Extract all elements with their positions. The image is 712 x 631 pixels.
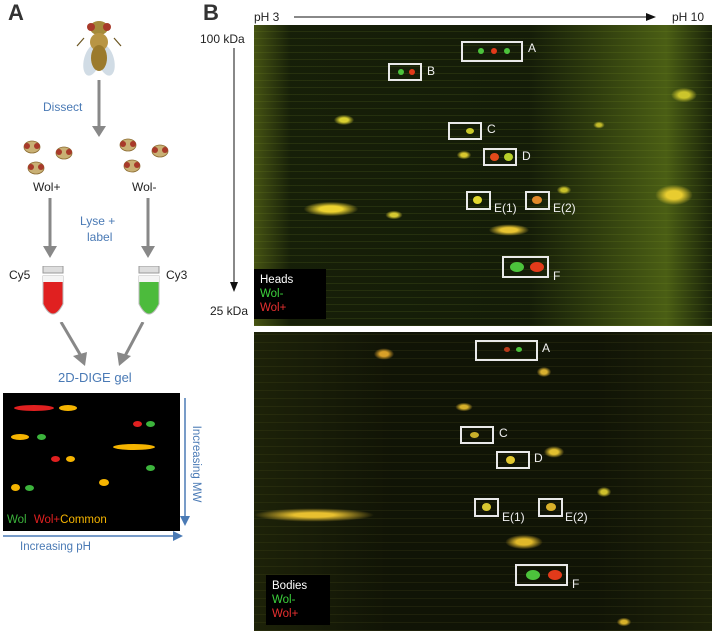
merge-arrows: [59, 322, 145, 366]
bodies-spot-label-c: C: [499, 426, 508, 440]
heads-spot-label-f: F: [553, 269, 561, 283]
heads-spot-label-e1: E(1): [494, 201, 517, 215]
legend-wol-plus: Wol+: [33, 514, 61, 526]
cy3-label: Cy3: [166, 268, 188, 282]
heads-spot-label-e2: E(2): [553, 201, 576, 215]
heads-spot-box-e2: [525, 191, 550, 210]
heads-spot-label-b: B: [427, 64, 436, 78]
heads-legend-title: Heads: [260, 274, 294, 286]
heads-legend-minus: Wol-: [260, 288, 284, 300]
mw-range-arrow: [230, 48, 238, 292]
heads-gel-image: A B C D E(1) E(2) F Heads Wol- Wol+: [254, 25, 712, 326]
bodies-spot-label-e2: E(2): [565, 510, 588, 524]
bodies-spot-box-f: [515, 564, 568, 586]
heads-spot-box-b: [388, 63, 422, 81]
mw-high-label: 100 kDa: [200, 32, 245, 46]
legend-wol: Wol: [7, 514, 27, 526]
ph-low-label: pH 3: [254, 10, 280, 24]
heads-spot-box-a: [461, 41, 523, 62]
bodies-spot-box-c: [460, 426, 494, 444]
bodies-legend-plus: Wol+: [272, 608, 299, 620]
ph-axis-label: Increasing pH: [20, 541, 91, 553]
heads-legend: Heads Wol- Wol+: [254, 269, 326, 319]
bodies-spot-box-d: [496, 451, 530, 469]
bodies-spot-box-e2: [538, 498, 563, 517]
heads-spot-box-f: [502, 256, 549, 278]
wol-plus-label: Wol+: [33, 180, 61, 194]
heads-spot-box-e1: [466, 191, 491, 210]
panel-b-letter: B: [203, 0, 219, 25]
legend-common: Common: [60, 514, 107, 526]
bodies-spot-box-e1: [474, 498, 499, 517]
bodies-gel-image: A C D E(1) E(2) F Bodies Wol- Wol+: [254, 332, 712, 631]
bodies-legend: Bodies Wol- Wol+: [266, 575, 330, 625]
bodies-spot-box-a: [475, 340, 538, 361]
fly-heads-wol-plus-icon: [23, 140, 73, 175]
wol-minus-label: Wol-: [132, 180, 157, 194]
mw-low-label: 25 kDa: [210, 304, 249, 318]
fly-heads-wol-minus-icon: [119, 138, 169, 173]
ph-high-label: pH 10: [672, 10, 705, 24]
schematic-gel: Wol Wol+Common: [3, 393, 180, 531]
ph-axis-arrow: [3, 531, 183, 541]
heads-spot-label-d: D: [522, 149, 531, 163]
fruit-fly-icon: [76, 21, 122, 76]
cy5-label: Cy5: [9, 268, 31, 282]
ph-range-arrow: [294, 13, 656, 21]
lyse-arrows: [43, 198, 155, 258]
heads-spot-box-d: [483, 148, 517, 166]
cy5-tube-icon: [42, 266, 64, 315]
heads-spot-label-a: A: [528, 41, 537, 55]
bodies-legend-minus: Wol-: [272, 594, 296, 606]
heads-spot-label-c: C: [487, 122, 496, 136]
bodies-spot-label-e1: E(1): [502, 510, 525, 524]
lyse-label-line1: Lyse +: [80, 214, 116, 228]
mw-axis-arrow: [180, 398, 190, 526]
gel-title: 2D-DIGE gel: [58, 370, 132, 385]
bodies-legend-title: Bodies: [272, 580, 308, 592]
dissect-label: Dissect: [43, 100, 83, 114]
bodies-spot-label-d: D: [534, 451, 543, 465]
panel-a-letter: A: [8, 0, 24, 25]
mw-axis-label: Increasing MW: [190, 425, 202, 503]
dissect-arrow: [92, 80, 106, 137]
cy3-tube-icon: [138, 266, 160, 315]
lyse-label-line2: label: [87, 230, 113, 244]
bodies-spot-label-f: F: [572, 577, 580, 591]
heads-spot-box-c: [448, 122, 482, 140]
bodies-spot-label-a: A: [542, 341, 551, 355]
heads-legend-plus: Wol+: [260, 302, 287, 314]
